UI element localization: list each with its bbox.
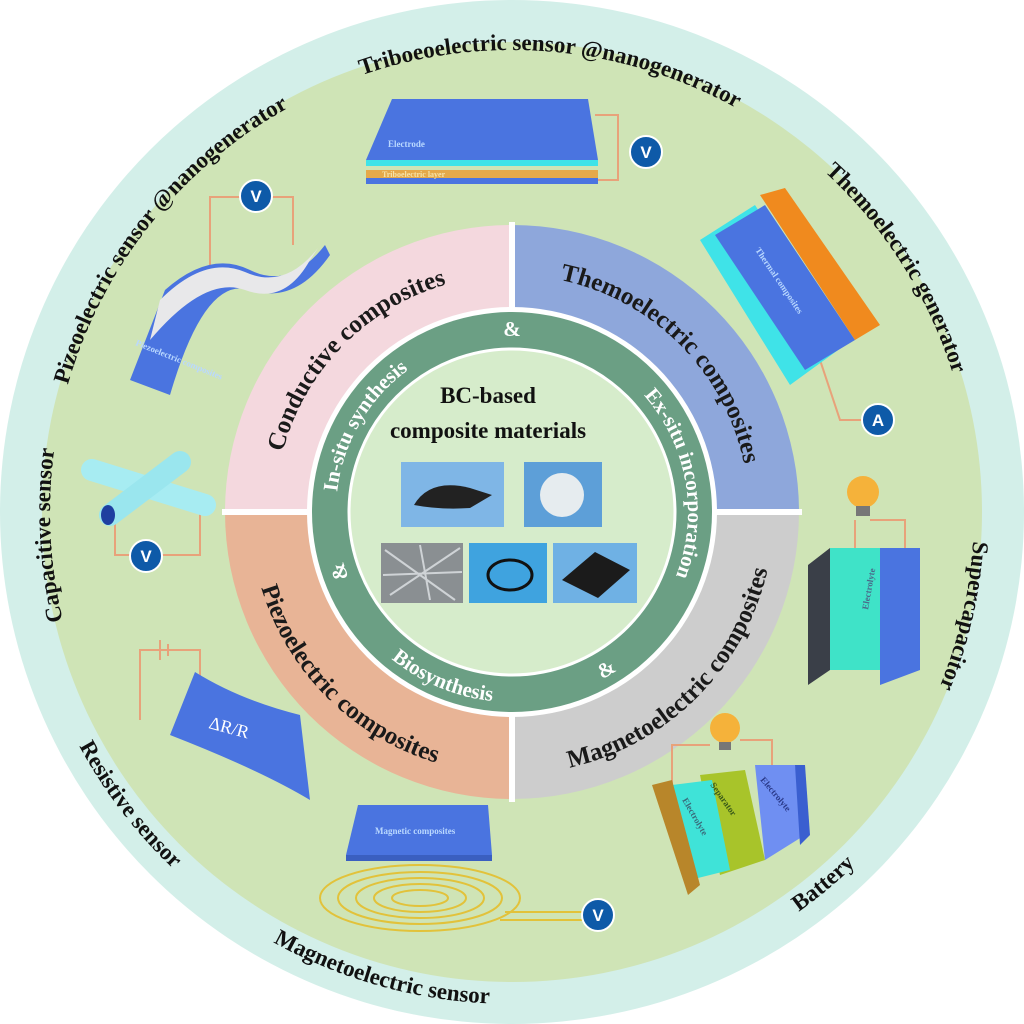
- wire: [671, 739, 773, 785]
- bulb-base: [856, 506, 870, 516]
- photo-detail: [382, 544, 463, 601]
- electrode-slab: [366, 99, 598, 160]
- resistive-device: ΔR/R: [139, 640, 310, 800]
- voltmeter-icon: [629, 135, 663, 169]
- photo-detail: [540, 473, 584, 517]
- supercapacitor-device: Electrolyte: [808, 476, 920, 685]
- center-title-line2: composite materials: [390, 418, 586, 443]
- battery-device: Electrolyte Separator Electrolyte: [652, 713, 810, 895]
- label-amp-top: &: [503, 317, 521, 341]
- wire: [595, 114, 619, 181]
- magnetic-slab: [346, 805, 492, 855]
- voltmeter-label: V: [592, 906, 604, 925]
- light-bulb-icon: [847, 476, 879, 508]
- electrode-blue: [880, 548, 920, 685]
- photo-detail: [486, 558, 534, 592]
- tribo-layer-slab: [366, 170, 598, 178]
- photo-fiber-coil: [469, 543, 547, 603]
- wire: [819, 359, 862, 421]
- battery-symbol-icon: [159, 640, 169, 660]
- voltmeter-label: V: [140, 547, 152, 566]
- thermoelectric-device: Thermal composites A: [700, 188, 895, 437]
- voltmeter-icon: [239, 179, 273, 213]
- electrolyte-block: [830, 548, 880, 670]
- bulb-base: [719, 742, 731, 750]
- piezo-electrode: [150, 248, 318, 340]
- photo-detail: [562, 552, 630, 598]
- magnetic-composites-label: Magnetic composites: [375, 826, 456, 836]
- electrode-dark: [808, 548, 830, 685]
- magnetoelectric-device: Magnetic composites V: [319, 805, 615, 932]
- battery-electrode: [652, 780, 700, 895]
- ammeter-label: A: [872, 411, 884, 430]
- bottom-electrode: [366, 178, 598, 184]
- triboelectric-device: Electrode Triboelectric layer V: [366, 99, 663, 184]
- capacitive-device: V: [81, 451, 216, 573]
- cyan-layer: [366, 160, 598, 166]
- thermal-slab: [715, 205, 855, 370]
- tribo-layer-label: Triboelectric layer: [382, 170, 446, 179]
- ammeter-icon: [861, 403, 895, 437]
- resistive-sheet: [170, 672, 310, 800]
- tube-end: [101, 505, 115, 525]
- coil-icon: [319, 864, 582, 932]
- photo-detail: [414, 485, 492, 509]
- slab-edge: [346, 855, 492, 861]
- voltmeter-label: V: [250, 187, 262, 206]
- center-title-line1: BC-based: [440, 383, 536, 408]
- sample-photos: [381, 462, 637, 603]
- hot-plate: [760, 188, 880, 340]
- tube: [99, 451, 191, 526]
- light-bulb-icon: [710, 713, 740, 743]
- battery-edge: [795, 765, 810, 845]
- voltmeter-label: V: [640, 143, 652, 162]
- electrode-label: Electrode: [388, 139, 425, 149]
- voltmeter-icon: [129, 539, 163, 573]
- electrolyte-block: [755, 765, 805, 860]
- wire: [139, 649, 201, 720]
- voltmeter-icon: [581, 898, 615, 932]
